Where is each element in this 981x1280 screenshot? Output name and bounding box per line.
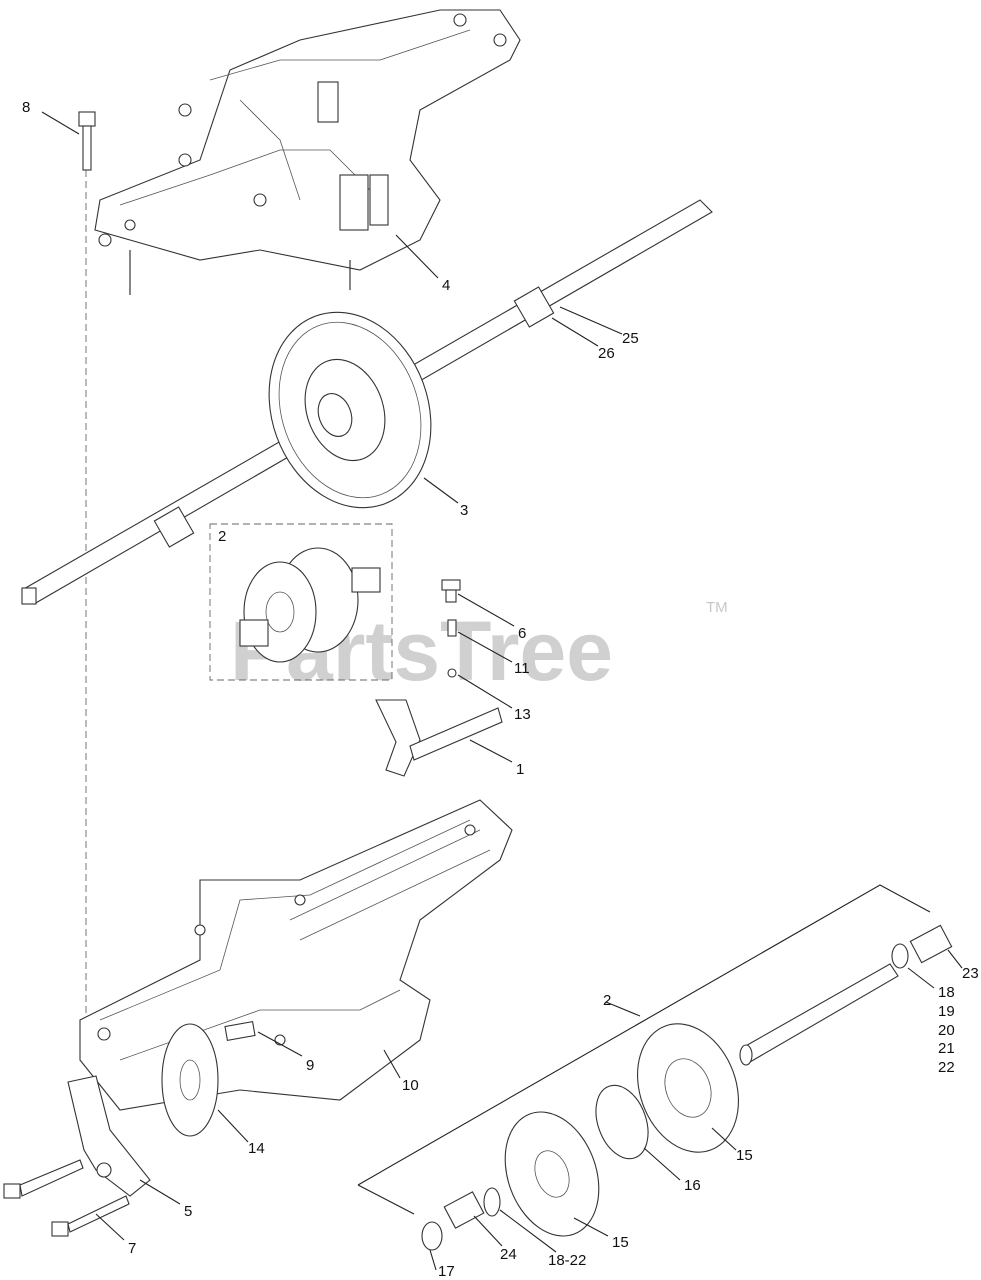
callout-21: 21 bbox=[938, 1040, 955, 1057]
disc-14 bbox=[161, 1023, 219, 1137]
callout-13: 13 bbox=[514, 706, 531, 723]
callout-16: 16 bbox=[684, 1177, 701, 1194]
callout-10: 10 bbox=[402, 1077, 419, 1094]
plug-6 bbox=[441, 579, 461, 603]
callout-15-left: 15 bbox=[612, 1234, 629, 1251]
callout-17: 17 bbox=[438, 1263, 455, 1280]
lower-housing-10 bbox=[79, 799, 513, 1111]
differential-box bbox=[209, 523, 393, 681]
callout-23: 23 bbox=[962, 965, 979, 982]
lever-bracket-5 bbox=[67, 1075, 151, 1197]
callout-3: 3 bbox=[460, 502, 468, 519]
differential-2 bbox=[239, 547, 381, 663]
bolts-7 bbox=[3, 1159, 130, 1237]
exploded-group-2 bbox=[357, 884, 953, 1251]
callout-6: 6 bbox=[518, 625, 526, 642]
callout-4: 4 bbox=[442, 277, 450, 294]
callout-7: 7 bbox=[128, 1240, 136, 1257]
callout-2-box: 2 bbox=[218, 528, 226, 545]
callout-20: 20 bbox=[938, 1022, 955, 1039]
leader-lines bbox=[41, 111, 963, 1271]
callout-14: 14 bbox=[248, 1140, 265, 1157]
callout-24: 24 bbox=[500, 1246, 517, 1263]
callout-18: 18 bbox=[938, 984, 955, 1001]
callout-19: 19 bbox=[938, 1003, 955, 1020]
callout-26: 26 bbox=[598, 345, 615, 362]
watermark-tm: TM bbox=[706, 599, 728, 616]
callout-2-exploded: 2 bbox=[603, 992, 611, 1009]
shift-fork-1 bbox=[375, 699, 503, 777]
bolt-8 bbox=[78, 111, 96, 171]
callout-9: 9 bbox=[306, 1057, 314, 1074]
key-9 bbox=[224, 1021, 256, 1041]
axle-assembly-3 bbox=[21, 199, 713, 605]
callout-18-22: 18-22 bbox=[548, 1252, 586, 1269]
callout-25: 25 bbox=[622, 330, 639, 347]
callout-15-right: 15 bbox=[736, 1147, 753, 1164]
callout-8: 8 bbox=[22, 99, 30, 116]
spring-11 bbox=[447, 619, 457, 637]
callout-22: 22 bbox=[938, 1059, 955, 1076]
callout-1: 1 bbox=[516, 761, 524, 778]
callout-5: 5 bbox=[184, 1203, 192, 1220]
upper-housing-4 bbox=[94, 9, 521, 295]
ball-13 bbox=[447, 668, 457, 678]
callout-11: 11 bbox=[514, 660, 530, 677]
